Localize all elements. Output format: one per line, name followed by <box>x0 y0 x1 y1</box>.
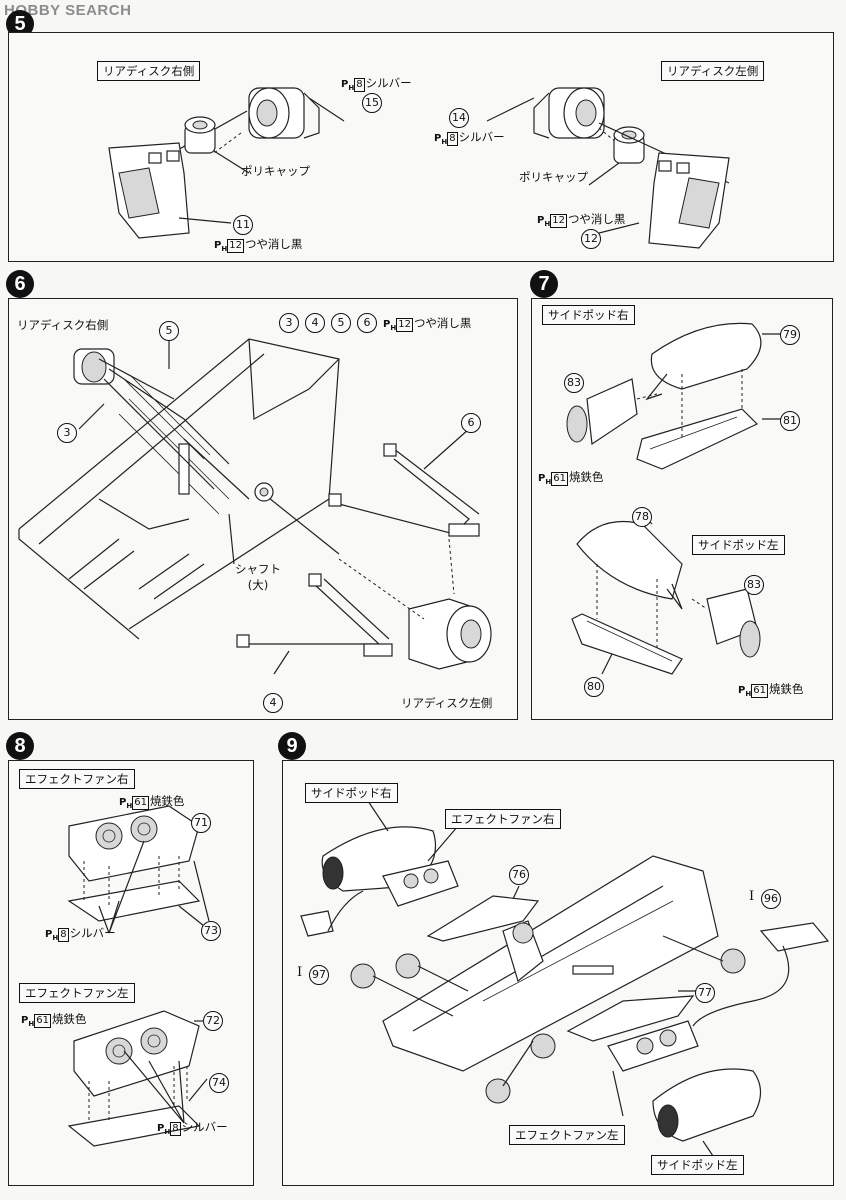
step-8-badge: 8 <box>6 732 34 760</box>
part-3-callout: 3 <box>57 423 77 443</box>
effect-fan-right-cover <box>68 805 200 882</box>
part-83-left-callout: 83 <box>744 575 764 595</box>
part-15-callout: 15 <box>362 93 382 113</box>
step-9-badge: 9 <box>278 732 306 760</box>
step-9-label-side-pod-left: サイドポッド左 <box>651 1155 744 1175</box>
step-8-illustration <box>67 805 210 1147</box>
part-71-callout: 71 <box>191 813 211 833</box>
part-73-callout: 73 <box>201 921 221 941</box>
part-14-callout: 14 <box>449 108 469 128</box>
part-79-callout: 79 <box>780 325 800 345</box>
step-5-polycap-left-label: ポリキャップ <box>519 170 588 184</box>
step-6-illustration <box>18 338 492 675</box>
step-5-polycap-right-label: ポリキャップ <box>241 164 310 178</box>
rear-disc-left-assembly <box>408 598 492 670</box>
part-5-callout: 5 <box>159 321 179 341</box>
rear-disc-left-part <box>533 87 605 139</box>
side-pod-left-base <box>571 613 683 675</box>
part-78-callout: 78 <box>632 507 652 527</box>
step-6-shaft-label: シャフト (大) <box>235 562 281 592</box>
suspension-arm-4 <box>236 573 393 657</box>
suspension-arm-6 <box>328 443 480 537</box>
step-7-badge: 7 <box>530 270 558 298</box>
step-6-parts-list-6: 6 <box>357 313 377 333</box>
part-4-callout: 4 <box>263 693 283 713</box>
side-pod-left-cover <box>576 520 683 610</box>
part-6-callout: 6 <box>461 413 481 433</box>
part-11-callout: 11 <box>233 215 253 235</box>
part-76-callout: 76 <box>509 865 529 885</box>
step-6-label-rear-disc-right: リアディスク右側 <box>17 318 109 332</box>
part-83-right-callout: 83 <box>564 373 584 393</box>
effect-fan-right-install <box>382 860 459 907</box>
effect-fan-left-base <box>67 1105 201 1147</box>
step-7-label-side-pod-right: サイドポッド右 <box>542 305 635 325</box>
polycap-left <box>613 126 645 164</box>
part-77-cover <box>566 995 695 1042</box>
part-77-callout: 77 <box>695 983 715 1003</box>
step-7-illustration <box>566 322 782 675</box>
step-5-illustration <box>108 87 730 249</box>
step-7-label-side-pod-left: サイドポッド左 <box>692 535 785 555</box>
effect-fan-right-base <box>67 880 201 922</box>
step-5-label-rear-disc-left: リアディスク左側 <box>661 61 765 81</box>
plate-96 <box>759 922 830 952</box>
step-6-parts-list-3: 3 <box>279 313 299 333</box>
part-96-roman: I <box>749 889 755 904</box>
step-5-label-rear-disc-right: リアディスク右側 <box>97 61 201 81</box>
plate-97 <box>300 910 334 937</box>
step-9-illustration <box>300 800 830 1157</box>
step-9-label-side-pod-right: サイドポッド右 <box>305 783 398 803</box>
chassis-assembly <box>350 855 746 1104</box>
rear-disc-right-assembly <box>73 348 230 490</box>
step-8-label-effect-fan-right: エフェクトファン右 <box>19 769 135 789</box>
intake-83-left <box>706 588 761 658</box>
part-80-callout: 80 <box>584 677 604 697</box>
rear-disc-right-part <box>248 87 320 139</box>
part-72-callout: 72 <box>203 1011 223 1031</box>
intake-83-right <box>566 378 638 446</box>
part-97-callout: 97 <box>309 965 329 985</box>
side-pod-right-base <box>636 408 759 470</box>
effect-fan-left-cover <box>73 1010 200 1097</box>
step-8-label-effect-fan-left: エフェクトファン左 <box>19 983 135 1003</box>
side-pod-right-cover <box>645 322 762 401</box>
step-6-parts-list-5: 5 <box>331 313 351 333</box>
part-97-roman: I <box>297 965 303 980</box>
part-81-callout: 81 <box>780 411 800 431</box>
step-9-label-effect-fan-right: エフェクトファン右 <box>445 809 561 829</box>
part-12-callout: 12 <box>581 229 601 249</box>
step-9-panel: サイドポッド右 エフェクトファン右 76 I 96 I 97 77 エフェクトフ… <box>282 760 834 1186</box>
bracket-11-part <box>108 142 190 239</box>
step-6-badge: 6 <box>6 270 34 298</box>
part-76-cover <box>426 895 540 942</box>
step-6-parts-list-4: 4 <box>305 313 325 333</box>
step-6-label-rear-disc-left: リアディスク左側 <box>401 696 493 710</box>
part-96-callout: 96 <box>761 889 781 909</box>
part-74-callout: 74 <box>209 1073 229 1093</box>
step-9-label-effect-fan-left: エフェクトファン左 <box>509 1125 625 1145</box>
effect-fan-left-install <box>607 1020 699 1072</box>
polycap-right <box>184 116 216 154</box>
side-pod-left-install <box>652 1068 762 1142</box>
hobby-search-watermark: HOBBY SEARCH <box>4 2 132 19</box>
chassis-frame <box>18 338 340 640</box>
bracket-12-part <box>648 152 730 249</box>
